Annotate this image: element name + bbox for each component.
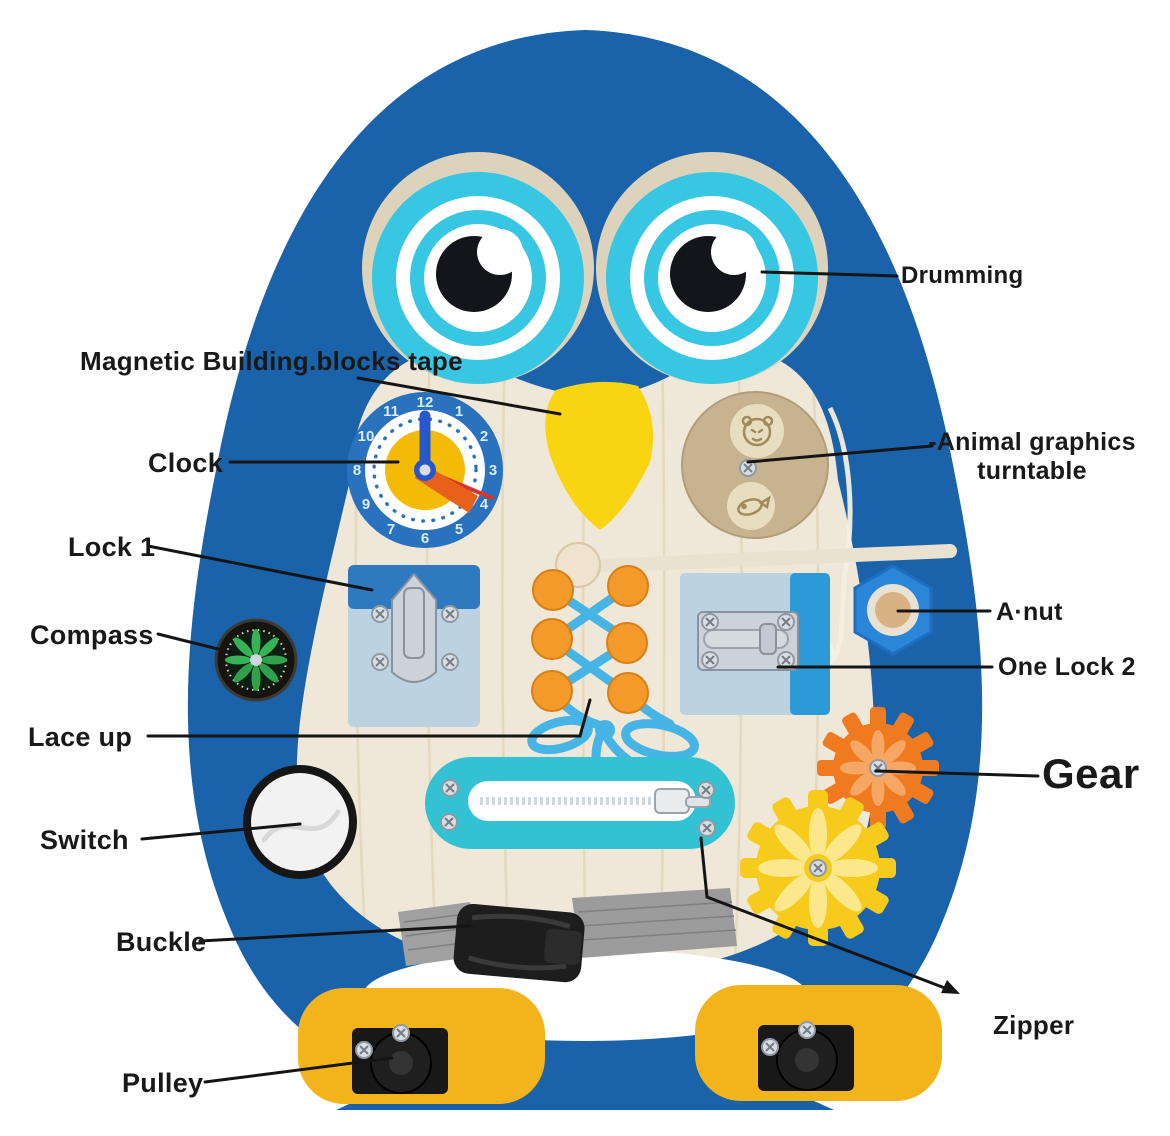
line-zipper xyxy=(699,836,952,992)
lace-button xyxy=(532,569,574,611)
label-drumming: Drumming xyxy=(901,262,1024,289)
line-animal xyxy=(746,444,934,464)
line-magnetic xyxy=(356,376,562,416)
right-foot xyxy=(695,985,942,1101)
clock-numeral: 9 xyxy=(362,496,370,513)
lace-button xyxy=(606,622,648,664)
clock-numeral: 7 xyxy=(387,521,395,538)
lace-button xyxy=(607,672,649,714)
clock-numeral: 12 xyxy=(417,394,434,411)
line-lock1 xyxy=(146,544,374,592)
zipper-toy xyxy=(425,757,735,849)
callout-lines xyxy=(140,270,1040,1084)
tiger-graphic xyxy=(741,415,774,447)
label-lace-up: Lace up xyxy=(28,722,133,752)
one-lock-2 xyxy=(680,573,830,715)
beak-icon xyxy=(545,381,654,530)
label-animal-turntable: -Animal graphics turntable xyxy=(928,428,1136,486)
clock-numeral: 11 xyxy=(383,403,399,420)
lock-1 xyxy=(348,565,480,727)
clock-toy: 12 1 2 3 4 5 6 7 8 9 10 11 xyxy=(347,392,503,548)
line-gear xyxy=(874,769,1040,778)
label-a-nut: A·nut xyxy=(996,598,1063,626)
zipper-slider xyxy=(654,788,690,814)
bolt-knob xyxy=(759,623,777,655)
clock-numeral: 5 xyxy=(455,521,463,538)
lace-button xyxy=(531,618,573,660)
clock-numeral: 2 xyxy=(480,428,488,445)
buckle-strap xyxy=(398,888,737,983)
clock-numeral: 4 xyxy=(480,496,489,513)
animal-turntable xyxy=(681,391,829,539)
label-zipper: Zipper xyxy=(993,1010,1075,1040)
label-clock: Clock xyxy=(148,448,224,478)
clock-numeral: 8 xyxy=(353,462,361,479)
clock-numeral: 1 xyxy=(455,403,463,420)
label-one-lock2: One Lock 2 xyxy=(998,653,1136,681)
clock-numeral: 6 xyxy=(421,530,429,547)
label-animal-line1: -Animal graphics xyxy=(928,428,1136,456)
label-buckle: Buckle xyxy=(116,927,207,957)
left-eye xyxy=(362,152,594,384)
clock-numeral: 10 xyxy=(358,428,375,445)
clock-numeral: 3 xyxy=(489,462,497,479)
label-gear: Gear xyxy=(1042,750,1140,797)
line-drumming xyxy=(760,270,899,278)
label-animal-line2: turntable xyxy=(977,456,1087,485)
label-compass: Compass xyxy=(30,620,154,650)
compass-toy xyxy=(214,618,298,702)
lace-button xyxy=(531,670,573,712)
line-buckle xyxy=(198,924,472,943)
line-compass xyxy=(156,632,240,656)
left-foot xyxy=(298,988,545,1104)
zipper-arrowhead xyxy=(941,980,960,994)
line-laceup xyxy=(146,698,592,738)
line-switch xyxy=(140,822,302,841)
line-pulley xyxy=(203,1056,394,1084)
label-pulley: Pulley xyxy=(122,1068,204,1098)
lace-button xyxy=(607,565,649,607)
compass-rose xyxy=(225,629,287,691)
gear-yellow xyxy=(740,790,896,946)
fish-graphic xyxy=(737,495,771,516)
label-magnetic-tape: Magnetic Building.blocks tape xyxy=(80,346,463,376)
label-lock1: Lock 1 xyxy=(68,532,156,562)
switch-dial xyxy=(243,765,357,879)
nut-toy xyxy=(853,564,933,656)
right-eye xyxy=(596,152,828,384)
label-switch: Switch xyxy=(40,825,129,855)
buckle-body xyxy=(453,903,585,983)
zipper-pull xyxy=(685,796,711,808)
